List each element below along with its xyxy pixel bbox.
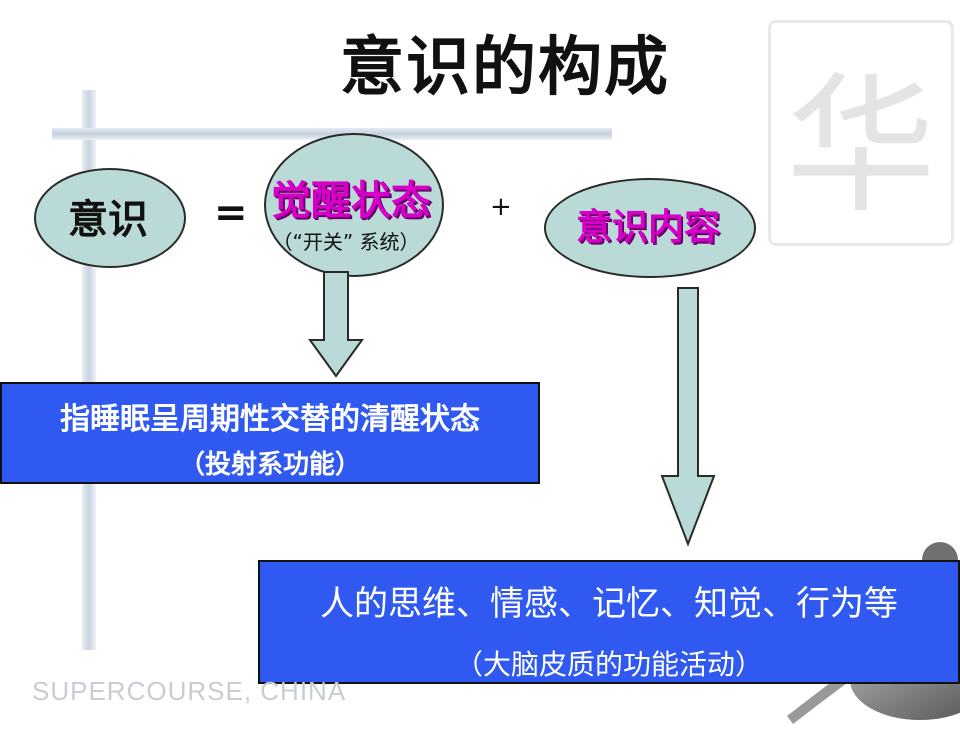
awake-state-description: 指睡眠呈周期性交替的清醒状态 bbox=[60, 402, 480, 437]
consciousness-content-function: （大脑皮质的功能活动） bbox=[454, 648, 763, 681]
consciousness-content-ellipse bbox=[544, 178, 756, 278]
consciousness-content-description: 人的思维、情感、记忆、知觉、行为等 bbox=[320, 584, 898, 624]
consciousness-ellipse bbox=[34, 168, 186, 268]
footer-watermark: SUPERCOURSE, CHINA bbox=[32, 676, 347, 706]
awake-state-function: （投射系功能） bbox=[178, 450, 361, 480]
plus-sign: + bbox=[490, 192, 512, 222]
slide-title: 意识的构成 bbox=[340, 31, 670, 105]
watermark-seal: 华 bbox=[768, 20, 954, 246]
consciousness-content-label: 意识内容 bbox=[575, 207, 720, 248]
awake-state-description-box: 指睡眠呈周期性交替的清醒状态 （投射系功能） bbox=[0, 382, 540, 484]
awake-state-label: 觉醒状态 bbox=[271, 178, 431, 224]
down-arrow-icon bbox=[308, 270, 364, 378]
equals-sign: = bbox=[214, 190, 248, 236]
switch-system-label: （“开关” 系统） bbox=[272, 230, 420, 254]
down-arrow-icon bbox=[660, 286, 716, 548]
consciousness-label: 意识 bbox=[68, 197, 148, 243]
consciousness-content-description-box: 人的思维、情感、记忆、知觉、行为等 （大脑皮质的功能活动） bbox=[258, 560, 960, 684]
awake-state-ellipse bbox=[264, 133, 444, 277]
